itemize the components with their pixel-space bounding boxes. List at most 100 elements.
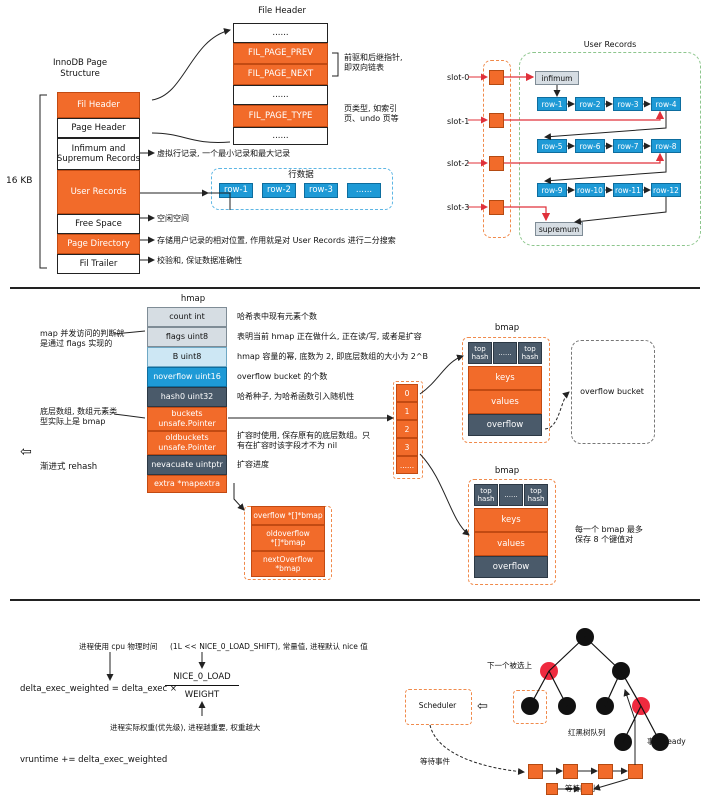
slot-2-to-row-8 [504,152,665,164]
extra-expand-arrow [233,483,245,511]
scheduler-label: Scheduler [418,701,457,710]
bucket-index-0: 0 [396,384,418,402]
hmap-field-note: 扩容时使用, 保存原有的底层数组。只 有在扩容时该字段才不为 nil [237,431,371,450]
user-record-row-12: row-12 [651,183,681,197]
slot-label-0: slot-0 [447,73,470,82]
note-infimum: 虚拟行记录, 一个最小记录和最大记录 [157,149,291,158]
bmap-title-1: bmap [494,323,520,333]
user-record-row-8: row-8 [651,139,681,153]
hmap-field-noverflow: noverflow uint16 [147,367,227,387]
vruntime-formula: vruntime += delta_exec_weighted [20,755,168,765]
rbtree-edge [620,670,642,707]
bucket-index-4: ...... [396,456,418,474]
bucket-3-to-bmap [419,453,470,536]
slot-1-to-row-4 [504,110,665,121]
wait-queue-node [546,783,558,795]
note-buckets-array: 底层数组, 数组元素类 型实际上是 bmap [40,407,118,426]
user-record-row-4: row-4 [651,97,681,111]
overflow-bucket-label: overflow bucket [580,387,644,396]
nice-const-note: (1L << NICE_0_LOAD_SHIFT), 常量值, 进程默认 nic… [170,642,368,651]
user-records-frame [519,52,701,246]
note-free-space: 空闲空间 [157,214,189,223]
bmap-capacity-note: 每一个 bmap 最多 保存 8 个键值对 [575,525,643,544]
bmap-top-hash-dots: ...... [499,484,523,506]
note-prev-next: 前驱和后继指针, 即双向链表 [344,53,403,72]
slot-3-cell [489,200,504,215]
row-data-title: 行数据 [288,170,314,180]
user-record-row-9: row-9 [537,183,567,197]
user-record-row-5: row-5 [537,139,567,153]
rbtree-edge [548,636,586,672]
row-data-row-3: row-3 [304,183,338,198]
weight-note: 进程实际权重(优先级), 进程越重要, 权重越大 [110,723,261,732]
fil-page-type: FIL_PAGE_TYPE [233,105,328,127]
bmap-frame-1 [462,337,550,443]
rbtree-edge [529,670,550,707]
user-record-row-10: row-10 [575,183,605,197]
user-record-row-3: row-3 [613,97,643,111]
rbtree-edge [584,636,622,672]
slot-label-1: slot-1 [447,117,470,126]
user-record-row-1: row-1 [537,97,567,111]
file-header-dots-2: ...... [233,85,328,105]
file-header-dots-1: ...... [233,23,328,43]
wait-queue-node [528,764,543,779]
user-records-title: User Records [583,40,637,49]
event-ready-arrow [623,689,636,765]
infimum-record: infimum [535,71,579,85]
bucket-index-3: 3 [396,438,418,456]
bucket-index-1: 1 [396,402,418,420]
rehash-arrow-icon: ⇦ [20,444,32,460]
wait-event-label: 等待事件 [420,757,450,766]
user-records-to-rows [140,192,231,210]
hmap-field-note: hmap 容量的幂, 底数为 2, 即底层数组的大小为 2^B [237,352,429,361]
bmap-top-hash: top hash [474,484,498,506]
hmap-field-B: B uint8 [147,347,227,367]
user-record-row-2: row-2 [575,97,605,111]
scheduler-box [405,689,472,725]
rbtree-edge [622,705,642,743]
bmap-values: values [474,532,548,556]
page-size-label: 16 KB [6,176,33,186]
hmap-field-extra: extra *mapextra [147,475,227,493]
wait-queue-node [563,764,578,779]
slot-label-3: slot-3 [447,203,470,212]
fil-page-next: FIL_PAGE_NEXT [233,64,328,85]
row-data-frame [211,168,393,210]
bmap-values: values [468,390,542,414]
bmap-top-hash-dots: ...... [493,342,517,364]
wait-queue-link [593,778,629,791]
hmap-field-nevacuate: nevacuate uintptr [147,455,227,475]
fraction-bar [165,685,239,686]
record-chain-pointer [574,197,667,225]
buckets-note-connector [113,413,146,419]
page-part-user-records: User Records [57,170,140,214]
wait-queue-node [581,783,593,795]
next-pick-frame [513,690,547,724]
hmap-field-note: 表明当前 hmap 正在做什么, 正在读/写, 或者是扩容 [237,332,422,341]
file-header-dots-3: ...... [233,127,328,145]
hmap-field-note: overflow bucket 的个数 [237,372,328,381]
hmap-field-oldbuckets: oldbuckets unsafe.Pointer [147,431,227,455]
hmap-title: hmap [180,294,206,304]
note-page-type: 页类型, 如索引 页、undo 页等 [344,104,399,123]
prev-next-brace [332,52,339,77]
overflow-to-bucket [544,391,570,430]
bmap-title-2: bmap [494,466,520,476]
bmap-overflow: overflow [468,414,542,436]
page-part-infimum-and: Infimum and Supremum Records [57,138,140,170]
hmap-field-note: 扩容进度 [237,460,269,469]
formula-lhs: delta_exec_weighted = delta_exec × [20,684,177,694]
bmap-keys: keys [468,366,542,390]
slot-0-cell [489,70,504,85]
slot-3-to-supremum [504,206,551,222]
rbtree-edge [640,705,661,743]
slot-label-2: slot-2 [447,159,470,168]
wait-queue-node [598,764,613,779]
extra-overflow: overflow *[]*bmap [251,506,325,525]
extra-nextoverflow: nextOverflow *bmap [251,551,325,577]
note-page-directory: 存储用户记录的相对位置, 作用就是对 User Records 进行二分搜索 [157,236,396,245]
page-part-free-space: Free Space [57,214,140,234]
supremum-record: supremum [535,222,583,236]
